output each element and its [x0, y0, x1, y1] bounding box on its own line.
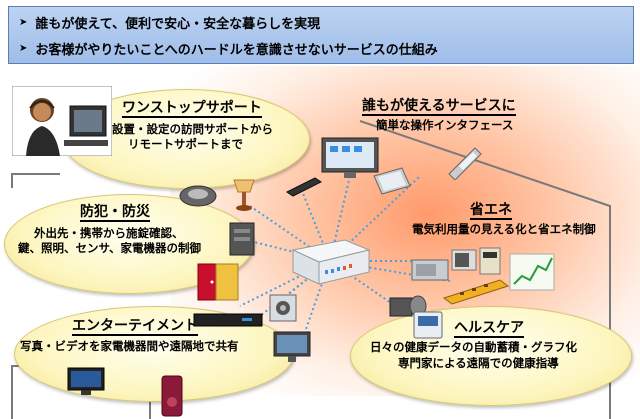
onestop-desc-1: 設置・設定の訪問サポートから [112, 122, 273, 136]
security-title: 防犯・防災 [80, 204, 150, 222]
banner-line-2: ➤ お客様がやりたいことへのハードルを意識させないサービスの仕組み [19, 39, 438, 58]
onestop-desc-2: リモートサポートまで [128, 137, 243, 151]
service-diagram: ワンストップサポート 設置・設定の訪問サポートから リモートサポートまで 誰もが… [0, 66, 640, 419]
music-player-icon [161, 375, 183, 417]
energy-graph-icon [509, 253, 555, 291]
door-icon [197, 263, 239, 301]
banner-line-1: ➤ 誰もが使えて、便利で安心・安全な暮らしを実現 [19, 13, 320, 32]
mobile-phone-icon [448, 147, 482, 180]
banner-text-2: お客様がやりたいことへのハードルを意識させないサービスの仕組み [35, 43, 438, 58]
health-desc-1: 日々の健康データの自動蓄積・グラフ化 [370, 340, 577, 354]
health-desc-2: 専門家による遠隔での健康指導 [398, 356, 559, 370]
security-desc-1: 外出先・携帯から施錠確認、 [34, 226, 184, 240]
energy-desc: 電気利用量の見える化と省エネ制御 [412, 222, 596, 236]
banner-text-1: 誰もが使えて、便利で安心・安全な暮らしを実現 [35, 17, 321, 32]
health-oval [350, 306, 632, 406]
easy-desc: 簡単な操作インタフェース [376, 118, 514, 132]
onestop-title: ワンストップサポート [122, 100, 262, 118]
microwave-icon [451, 249, 477, 271]
security-camera-icon [179, 185, 217, 207]
health-scale-icon [413, 311, 443, 339]
blood-pressure-icon [389, 295, 427, 317]
house-roof-left [11, 173, 60, 188]
camera-icon [269, 294, 297, 322]
sensor-box-icon [229, 222, 255, 256]
lamp-icon [233, 179, 255, 211]
support-agent-icon [12, 86, 112, 156]
meter-icon [479, 247, 501, 275]
video-recorder-icon [193, 313, 263, 327]
health-title: ヘルスケア [454, 320, 524, 338]
header-banner: ➤ 誰もが使えて、便利で安心・安全な暮らしを実現 ➤ お客様がやりたいことへのハ… [8, 6, 634, 64]
appliance-icon [411, 259, 449, 281]
tablet-icon [373, 167, 411, 195]
entertainment-desc: 写真・ビデオを家電機器間や遠隔地で共有 [20, 339, 239, 353]
entertainment-title: エンターテイメント [72, 318, 198, 336]
home-server-icon [291, 239, 371, 285]
power-strip-icon [442, 279, 510, 305]
easy-title: 誰もが使えるサービスに [362, 98, 516, 116]
remote-control-icon [286, 177, 322, 197]
bullet-arrow-icon: ➤ [19, 43, 28, 54]
security-desc-2: 鍵、照明、センサ、家電機器の制御 [18, 241, 201, 255]
tv-monitor-icon [321, 137, 379, 178]
pc-monitor-icon [67, 367, 105, 395]
flat-tv-icon [273, 331, 311, 362]
bullet-arrow-icon: ➤ [19, 17, 28, 28]
energy-title: 省エネ [470, 202, 512, 220]
